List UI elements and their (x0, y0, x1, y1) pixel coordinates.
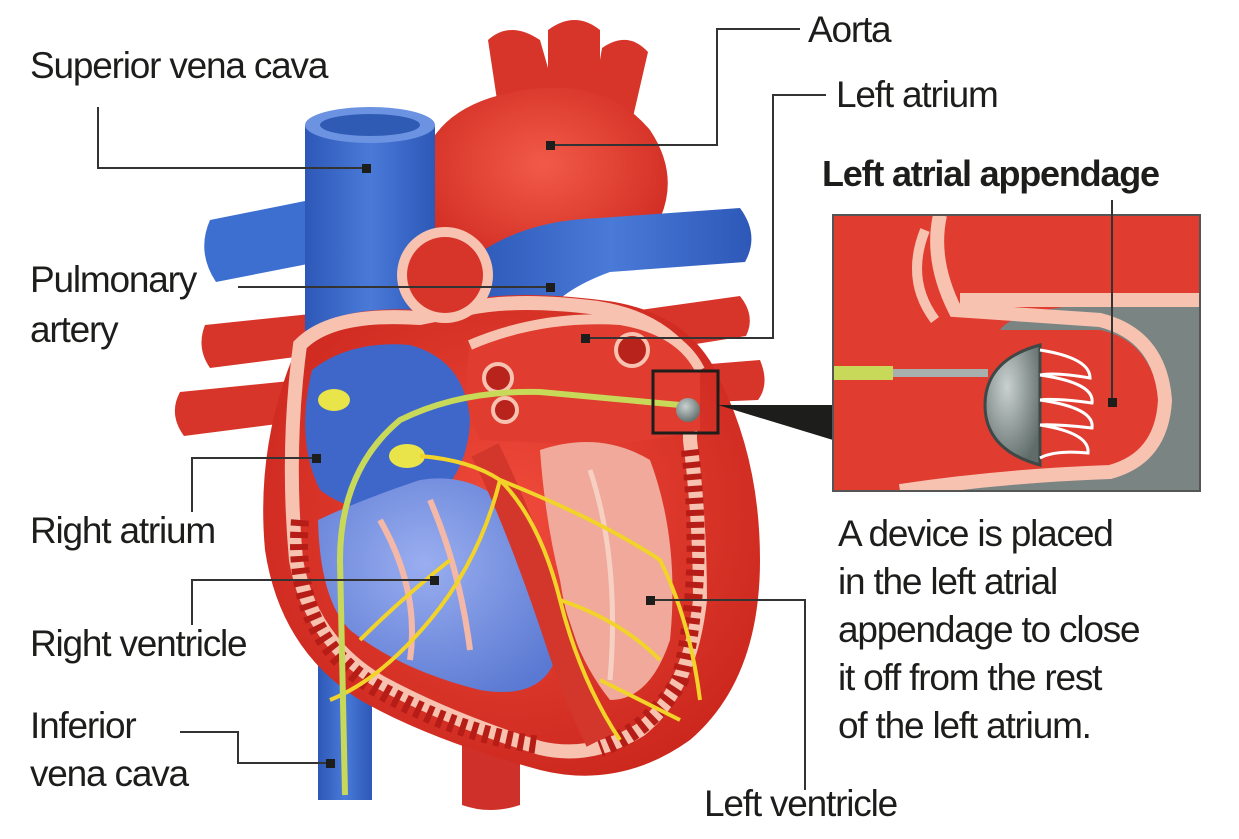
description-line: in the left atrial (838, 558, 1139, 606)
description-line: appendage to close (838, 606, 1139, 654)
device (676, 398, 700, 422)
label-left-ventricle: Left ventricle (704, 782, 897, 826)
pulmonary-trunk-ring (397, 227, 493, 323)
label-right-ventricle: Right ventricle (30, 622, 246, 666)
label-right-atrium: Right atrium (30, 509, 215, 553)
description-line: A device is placed (838, 510, 1139, 558)
label-inferior-vena-cava-line1: Inferior (30, 704, 136, 748)
appendage-inset (833, 215, 1200, 491)
device-description: A device is placed in the left atrial ap… (838, 510, 1139, 750)
label-superior-vena-cava: Superior vena cava (30, 44, 327, 88)
label-pulmonary-artery-line2: artery (30, 308, 117, 352)
description-line: it off from the rest (838, 654, 1139, 702)
label-left-atrium: Left atrium (836, 73, 998, 117)
label-inferior-vena-cava-line2: vena cava (30, 752, 188, 796)
label-left-atrial-appendage: Left atrial appendage (822, 152, 1159, 196)
label-pulmonary-artery-line1: Pulmonary (30, 258, 196, 302)
description-line: of the left atrium. (838, 702, 1139, 750)
label-aorta: Aorta (808, 8, 890, 52)
